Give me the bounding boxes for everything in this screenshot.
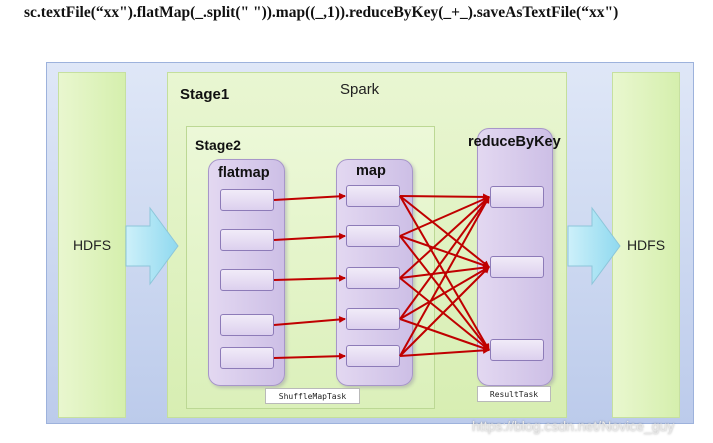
shuffle-dependency-arrow bbox=[399, 318, 490, 352]
flatmap-partition bbox=[220, 229, 274, 251]
flatmap-partition bbox=[220, 269, 274, 291]
shuffle-dependency-arrow bbox=[399, 195, 490, 268]
shuffle-dependency-arrow bbox=[399, 346, 490, 357]
watermark: https://blog.csdn.net/Novice_guy bbox=[472, 418, 675, 434]
reduce-partition bbox=[490, 339, 544, 361]
shuffle-dependency-arrow bbox=[399, 266, 490, 320]
reduce-partition bbox=[490, 256, 544, 278]
hdfs-output-box: HDFS bbox=[612, 72, 680, 418]
shuffle-dependency-arrow bbox=[399, 266, 490, 357]
code-line: sc.textFile(“xx").flatMap(_.split(" ")).… bbox=[24, 4, 619, 21]
hdfs-output-label: HDFS bbox=[626, 237, 666, 253]
hdfs-input-label: HDFS bbox=[72, 237, 112, 253]
map-partition bbox=[346, 308, 400, 330]
map-partition bbox=[346, 225, 400, 247]
shuffle-map-task-label: ShuffleMapTask bbox=[265, 388, 360, 404]
flatmap-partition bbox=[220, 189, 274, 211]
narrow-dependency-arrow bbox=[273, 192, 346, 201]
flatmap-label: flatmap bbox=[218, 165, 270, 181]
shuffle-dependency-arrow bbox=[399, 193, 490, 201]
flatmap-partition bbox=[220, 314, 274, 336]
input-flow-arrow bbox=[125, 206, 179, 286]
narrow-dependency-arrow bbox=[273, 274, 346, 282]
flatmap-partition bbox=[220, 347, 274, 369]
shuffle-dependency-arrow bbox=[399, 196, 490, 279]
narrow-dependency-arrow bbox=[273, 232, 346, 241]
shuffle-dependency-arrow bbox=[399, 196, 490, 320]
hdfs-input-box: HDFS bbox=[58, 72, 126, 418]
map-label: map bbox=[356, 163, 386, 179]
map-partition bbox=[346, 345, 400, 367]
map-partition bbox=[346, 267, 400, 289]
shuffle-dependency-arrow bbox=[399, 235, 490, 269]
shuffle-dependency-arrow bbox=[399, 277, 490, 351]
reduce-partition bbox=[490, 186, 544, 208]
stage2-label: Stage2 bbox=[195, 137, 241, 153]
reduce-label: reduceByKey bbox=[468, 134, 561, 150]
result-task-label: ResultTask bbox=[477, 386, 551, 402]
shuffle-dependency-arrow bbox=[399, 264, 490, 279]
narrow-dependency-arrow bbox=[273, 352, 346, 360]
shuffle-dependency-arrow bbox=[399, 196, 490, 357]
narrow-dependency-arrow bbox=[273, 316, 346, 326]
stage1-label: Stage1 bbox=[180, 86, 230, 103]
output-flow-arrow bbox=[567, 206, 621, 286]
shuffle-dependency-arrow bbox=[399, 196, 490, 237]
spark-label: Spark bbox=[340, 81, 380, 98]
map-partition bbox=[346, 185, 400, 207]
